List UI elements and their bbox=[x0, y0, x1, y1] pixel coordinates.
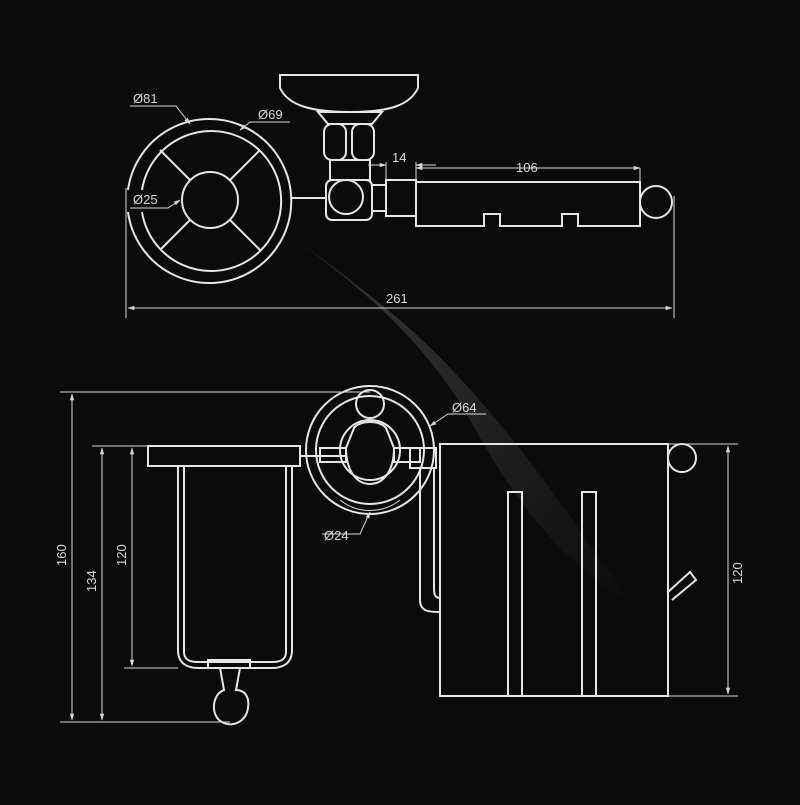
rosette-outer bbox=[305, 385, 435, 515]
soap-dish bbox=[279, 74, 419, 114]
paper-mount bbox=[409, 447, 437, 469]
leader-24 bbox=[322, 511, 371, 535]
mount-plate bbox=[385, 179, 417, 217]
leader-25 bbox=[130, 199, 181, 209]
label-106: 106 bbox=[516, 160, 538, 175]
glare-highlight bbox=[250, 210, 640, 610]
pivot-right bbox=[393, 447, 421, 463]
label-dia-25: Ø25 bbox=[133, 192, 158, 207]
label-120-right: 120 bbox=[730, 562, 745, 584]
label-dia-24: Ø24 bbox=[324, 528, 349, 543]
outer-ring bbox=[127, 118, 293, 284]
label-120-left: 120 bbox=[114, 544, 129, 566]
spoke-1 bbox=[159, 149, 191, 181]
leader-81 bbox=[130, 105, 191, 125]
label-134: 134 bbox=[84, 570, 99, 592]
front-dimensions bbox=[60, 391, 738, 723]
dish-neck bbox=[315, 111, 385, 125]
spoke-2 bbox=[229, 149, 261, 181]
label-261: 261 bbox=[386, 291, 408, 306]
cup-finial bbox=[213, 667, 250, 726]
cup-inner bbox=[183, 466, 287, 663]
rosette-inner bbox=[315, 395, 425, 505]
label-dia-81: Ø81 bbox=[133, 91, 158, 106]
paper-holder-body bbox=[439, 443, 669, 697]
bracket-left-post bbox=[323, 123, 347, 161]
pin-arc bbox=[339, 499, 401, 512]
label-dia-69: Ø69 bbox=[258, 107, 283, 122]
inner-ring bbox=[141, 130, 283, 272]
label-160: 160 bbox=[54, 544, 69, 566]
cup-foot bbox=[207, 659, 251, 668]
spoke-4 bbox=[229, 219, 261, 251]
rosette-clip bbox=[344, 421, 396, 486]
paper-arm bbox=[415, 181, 641, 227]
mount-collar bbox=[371, 184, 387, 212]
end-knob bbox=[667, 443, 697, 473]
bracket-block bbox=[329, 159, 371, 181]
leader-64 bbox=[429, 413, 486, 427]
slot-right bbox=[581, 491, 597, 696]
front-view bbox=[147, 385, 698, 726]
label-14: 14 bbox=[392, 150, 406, 165]
paper-flap bbox=[667, 570, 698, 601]
leader-69 bbox=[239, 121, 290, 131]
slot-left bbox=[507, 491, 523, 696]
bracket-knob bbox=[328, 179, 364, 215]
rosette-top-knob bbox=[355, 389, 385, 419]
top-dimensions bbox=[125, 105, 675, 318]
paper-arm-bend bbox=[419, 468, 441, 614]
hub bbox=[181, 171, 239, 229]
cup-frame bbox=[177, 466, 293, 669]
bracket-right-post bbox=[351, 123, 375, 161]
arm-end-knob bbox=[639, 185, 673, 219]
top-view bbox=[127, 74, 673, 284]
shelf-plate bbox=[147, 445, 301, 467]
spoke-3 bbox=[159, 219, 191, 251]
pivot-left bbox=[319, 447, 347, 463]
rosette-core bbox=[339, 419, 401, 481]
label-dia-64: Ø64 bbox=[452, 400, 477, 415]
